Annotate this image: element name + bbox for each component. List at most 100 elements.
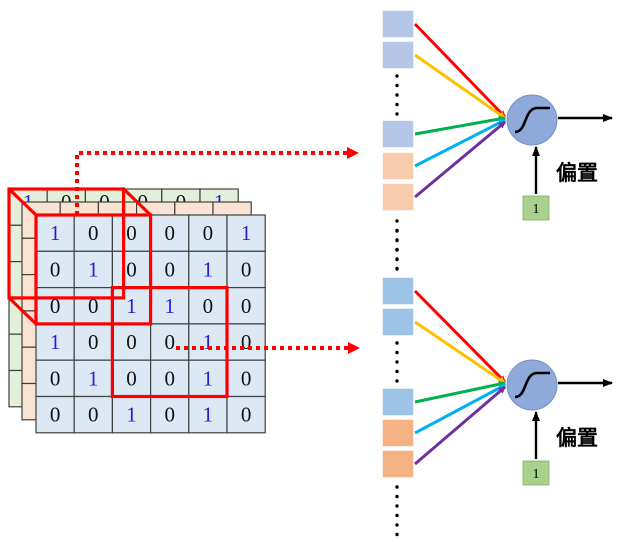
connection-line	[414, 118, 506, 168]
connection-line	[414, 380, 506, 404]
input-unit-orange	[381, 449, 415, 479]
feature-cell-value: 1	[126, 294, 137, 318]
input-unit-blue	[381, 307, 415, 337]
input-unit-blue	[381, 40, 415, 70]
bias-value: 1	[533, 202, 540, 217]
feature-cell-front: 0	[188, 287, 228, 325]
feature-cell-front: 0	[35, 250, 75, 289]
bias-label: 偏置	[556, 161, 598, 185]
feature-cell-value: 1	[203, 366, 214, 390]
bias-label: 偏置	[556, 426, 598, 450]
feature-cell-front: 1	[111, 395, 152, 434]
feature-cell-value: 0	[126, 221, 137, 245]
feature-cell-value: 1	[241, 221, 252, 245]
connection-line	[414, 120, 506, 199]
connection-line	[413, 22, 507, 119]
bias-input-box	[522, 460, 550, 486]
neuron-node	[506, 359, 558, 411]
feature-cell-value: 0	[50, 403, 61, 427]
feature-cell-front: 0	[226, 287, 266, 325]
input-vector	[381, 229, 415, 537]
bias-value: 1	[533, 467, 540, 482]
feature-cell-front: 0	[150, 250, 190, 289]
feature-cell-front: 0	[73, 323, 113, 361]
bias: 1 偏置	[522, 411, 598, 486]
feature-cell-front: 0	[111, 323, 152, 361]
feature-cell-front: 1	[35, 323, 75, 361]
feature-cell-front: 1	[150, 287, 190, 325]
dashed-arrow-to-neuron-1	[75, 147, 359, 215]
feature-cell-value: 0	[241, 294, 252, 318]
kernel-window-2	[110, 286, 229, 399]
feature-cell-front: 0	[35, 359, 75, 398]
input-vector	[381, 9, 415, 271]
feature-cell-value: 0	[164, 221, 175, 245]
feature-cell-front: 0	[35, 395, 75, 434]
feature-cell-front: 0	[150, 323, 190, 361]
feature-cell-value: 0	[241, 330, 252, 354]
connection-line	[413, 289, 507, 384]
feature-cell-front: 1	[226, 214, 266, 252]
feature-cell-front: 1	[188, 359, 228, 398]
feature-cell-front: 0	[150, 359, 190, 398]
neuron-2: 1 偏置	[381, 229, 613, 537]
feature-cell-front: 0	[111, 214, 152, 252]
feature-cell-front: 1	[35, 214, 75, 252]
feature-cell-front: 0	[111, 250, 152, 289]
feature-cell-front: 0	[226, 359, 266, 398]
neurons: 1 偏置 1 偏置	[381, 9, 613, 537]
weighted-connections	[413, 22, 507, 199]
feature-cell-front: 0	[226, 323, 266, 361]
feature-cell-value: 1	[164, 294, 175, 318]
input-unit-blue	[381, 276, 415, 306]
feature-cell-front: 0	[188, 214, 228, 252]
input-unit-blue	[381, 9, 415, 39]
neuron-1: 1 偏置	[381, 9, 613, 271]
neuron-node	[506, 94, 558, 146]
feature-cell-front: 0	[73, 287, 113, 325]
feature-cell-value: 1	[203, 330, 214, 354]
ellipsis-dots	[395, 229, 399, 537]
feature-cell-front: 0	[226, 395, 266, 434]
feature-cell-value: 0	[241, 366, 252, 390]
weighted-connections	[413, 289, 507, 466]
feature-cell-front: 1	[73, 359, 113, 398]
feature-cell-front: 1	[188, 250, 228, 289]
feature-cell-front: 0	[226, 250, 266, 289]
feature-cell-front: 0	[150, 214, 190, 252]
sigmoid-activation-icon	[514, 371, 550, 399]
bias: 1 偏置	[522, 146, 598, 221]
connection-line	[414, 383, 506, 435]
feature-cell-value: 0	[203, 294, 214, 318]
feature-cell-value: 0	[241, 257, 252, 281]
feature-cell-value: 0	[164, 366, 175, 390]
bias-input-box	[522, 195, 550, 221]
feature-cell-front: 0	[35, 287, 75, 325]
dashed-connectors	[75, 147, 360, 354]
feature-cell-value: 1	[126, 403, 137, 427]
feature-cell-value: 0	[88, 221, 99, 245]
feature-cell-value: 0	[203, 221, 214, 245]
feature-cell-front: 0	[73, 395, 113, 434]
connection-line	[414, 385, 506, 466]
feature-cell-front: 1	[111, 287, 152, 325]
feature-cell-value: 0	[164, 403, 175, 427]
input-unit-peach	[381, 182, 415, 212]
connection-line	[414, 320, 506, 385]
feature-cell-value: 0	[88, 330, 99, 354]
input-unit-orange	[381, 418, 415, 448]
feature-cell-value: 1	[203, 403, 214, 427]
feature-cell-value: 1	[50, 221, 61, 245]
feature-cell-value: 0	[164, 330, 175, 354]
connection-line	[414, 53, 506, 120]
feature-cell-front: 0	[73, 214, 113, 252]
feature-cell-value: 0	[126, 330, 137, 354]
feature-cell-value: 1	[203, 257, 214, 281]
feature-cell-value: 0	[126, 366, 137, 390]
input-unit-blue	[381, 387, 415, 417]
kernel-windows	[7, 187, 229, 399]
feature-cell-value: 0	[50, 294, 61, 318]
input-unit-peach	[381, 151, 415, 181]
